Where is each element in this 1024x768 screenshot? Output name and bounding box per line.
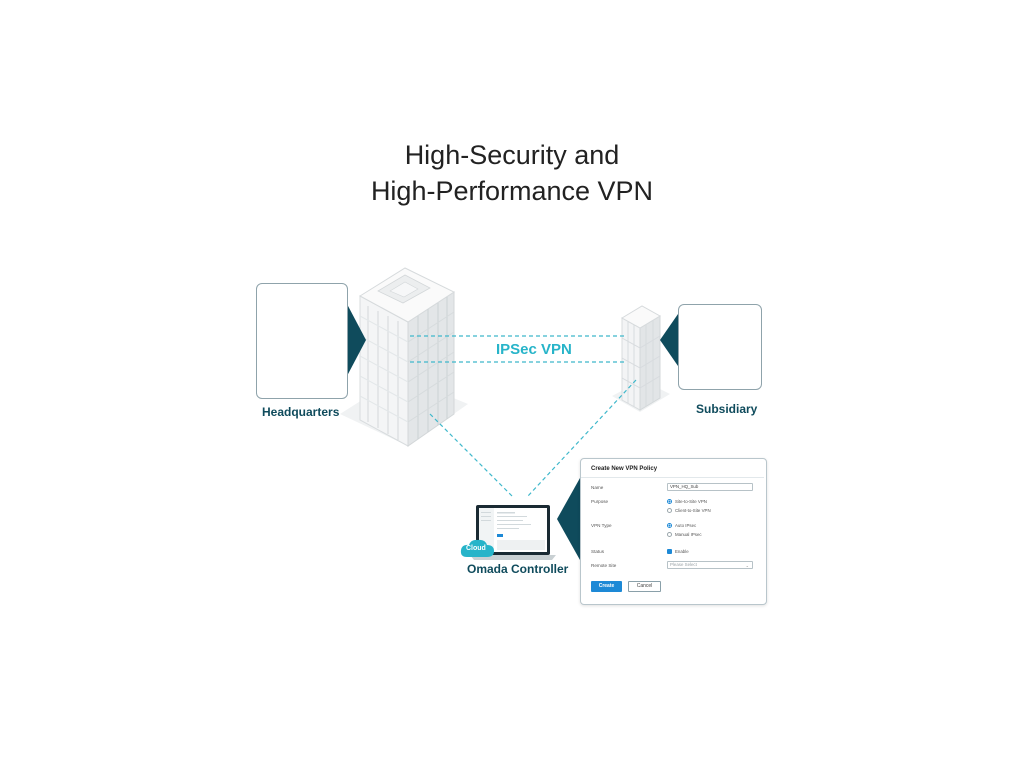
headquarters-pointer (347, 304, 366, 376)
chevron-down-icon: ⌄ (745, 563, 749, 568)
omada-controller-label: Omada Controller (467, 562, 569, 576)
radio-unselected-icon (667, 532, 672, 537)
subsidiary-pointer (660, 314, 678, 366)
vpn-type-option-label: Auto IPsec (675, 523, 697, 528)
cancel-button[interactable]: Cancel (628, 581, 661, 592)
purpose-option-label: Client-to-Site VPN (675, 508, 711, 513)
vpn-type-option-label: Manual IPsec (675, 532, 702, 537)
status-value-label: Enable (675, 549, 689, 554)
title-line-2: High-Performance VPN (370, 176, 654, 206)
headquarters-building (340, 267, 468, 447)
cloud-badge-label: Cloud (466, 545, 486, 552)
title-line-1: High-Security and (404, 140, 620, 170)
radio-unselected-icon (667, 508, 672, 513)
radio-selected-icon (667, 499, 672, 504)
remote-site-select[interactable]: Please Select ⌄ (667, 561, 753, 569)
subsidiary-device-panel (678, 304, 762, 390)
vpn-type-option-auto[interactable]: Auto IPsec (667, 523, 696, 528)
controller-links (429, 379, 637, 497)
form-pointer (557, 478, 580, 560)
remote-site-label: Remote Site (591, 563, 617, 568)
purpose-option-site-to-site[interactable]: Site-to-Site VPN (667, 499, 707, 504)
checkbox-checked-icon (667, 549, 672, 554)
create-vpn-policy-form: Create New VPN Policy Name VPN_HQ_Sub Pu… (580, 458, 767, 605)
vpn-type-label: VPN Type (591, 523, 612, 528)
ipsec-vpn-tunnel (410, 335, 624, 363)
subsidiary-building (612, 305, 670, 412)
remote-site-placeholder: Please Select (670, 562, 697, 567)
cloud-icon (460, 539, 494, 557)
name-label: Name (591, 485, 604, 490)
create-button[interactable]: Create (591, 581, 622, 592)
laptop-icon (470, 505, 556, 560)
form-divider (581, 477, 764, 478)
vpn-type-option-manual[interactable]: Manual IPsec (667, 532, 702, 537)
radio-selected-icon (667, 523, 672, 528)
purpose-option-label: Site-to-Site VPN (675, 499, 707, 504)
status-enable-checkbox[interactable]: Enable (667, 549, 689, 554)
headquarters-label: Headquarters (262, 405, 340, 419)
name-input[interactable]: VPN_HQ_Sub (667, 483, 753, 491)
headquarters-device-panel (256, 283, 348, 399)
purpose-option-client-to-site[interactable]: Client-to-Site VPN (667, 508, 711, 513)
purpose-label: Purpose (591, 499, 609, 504)
ipsec-vpn-label: IPSec VPN (496, 341, 572, 358)
form-title: Create New VPN Policy (591, 466, 658, 472)
subsidiary-label: Subsidiary (696, 402, 758, 416)
status-label: Status (591, 549, 605, 554)
